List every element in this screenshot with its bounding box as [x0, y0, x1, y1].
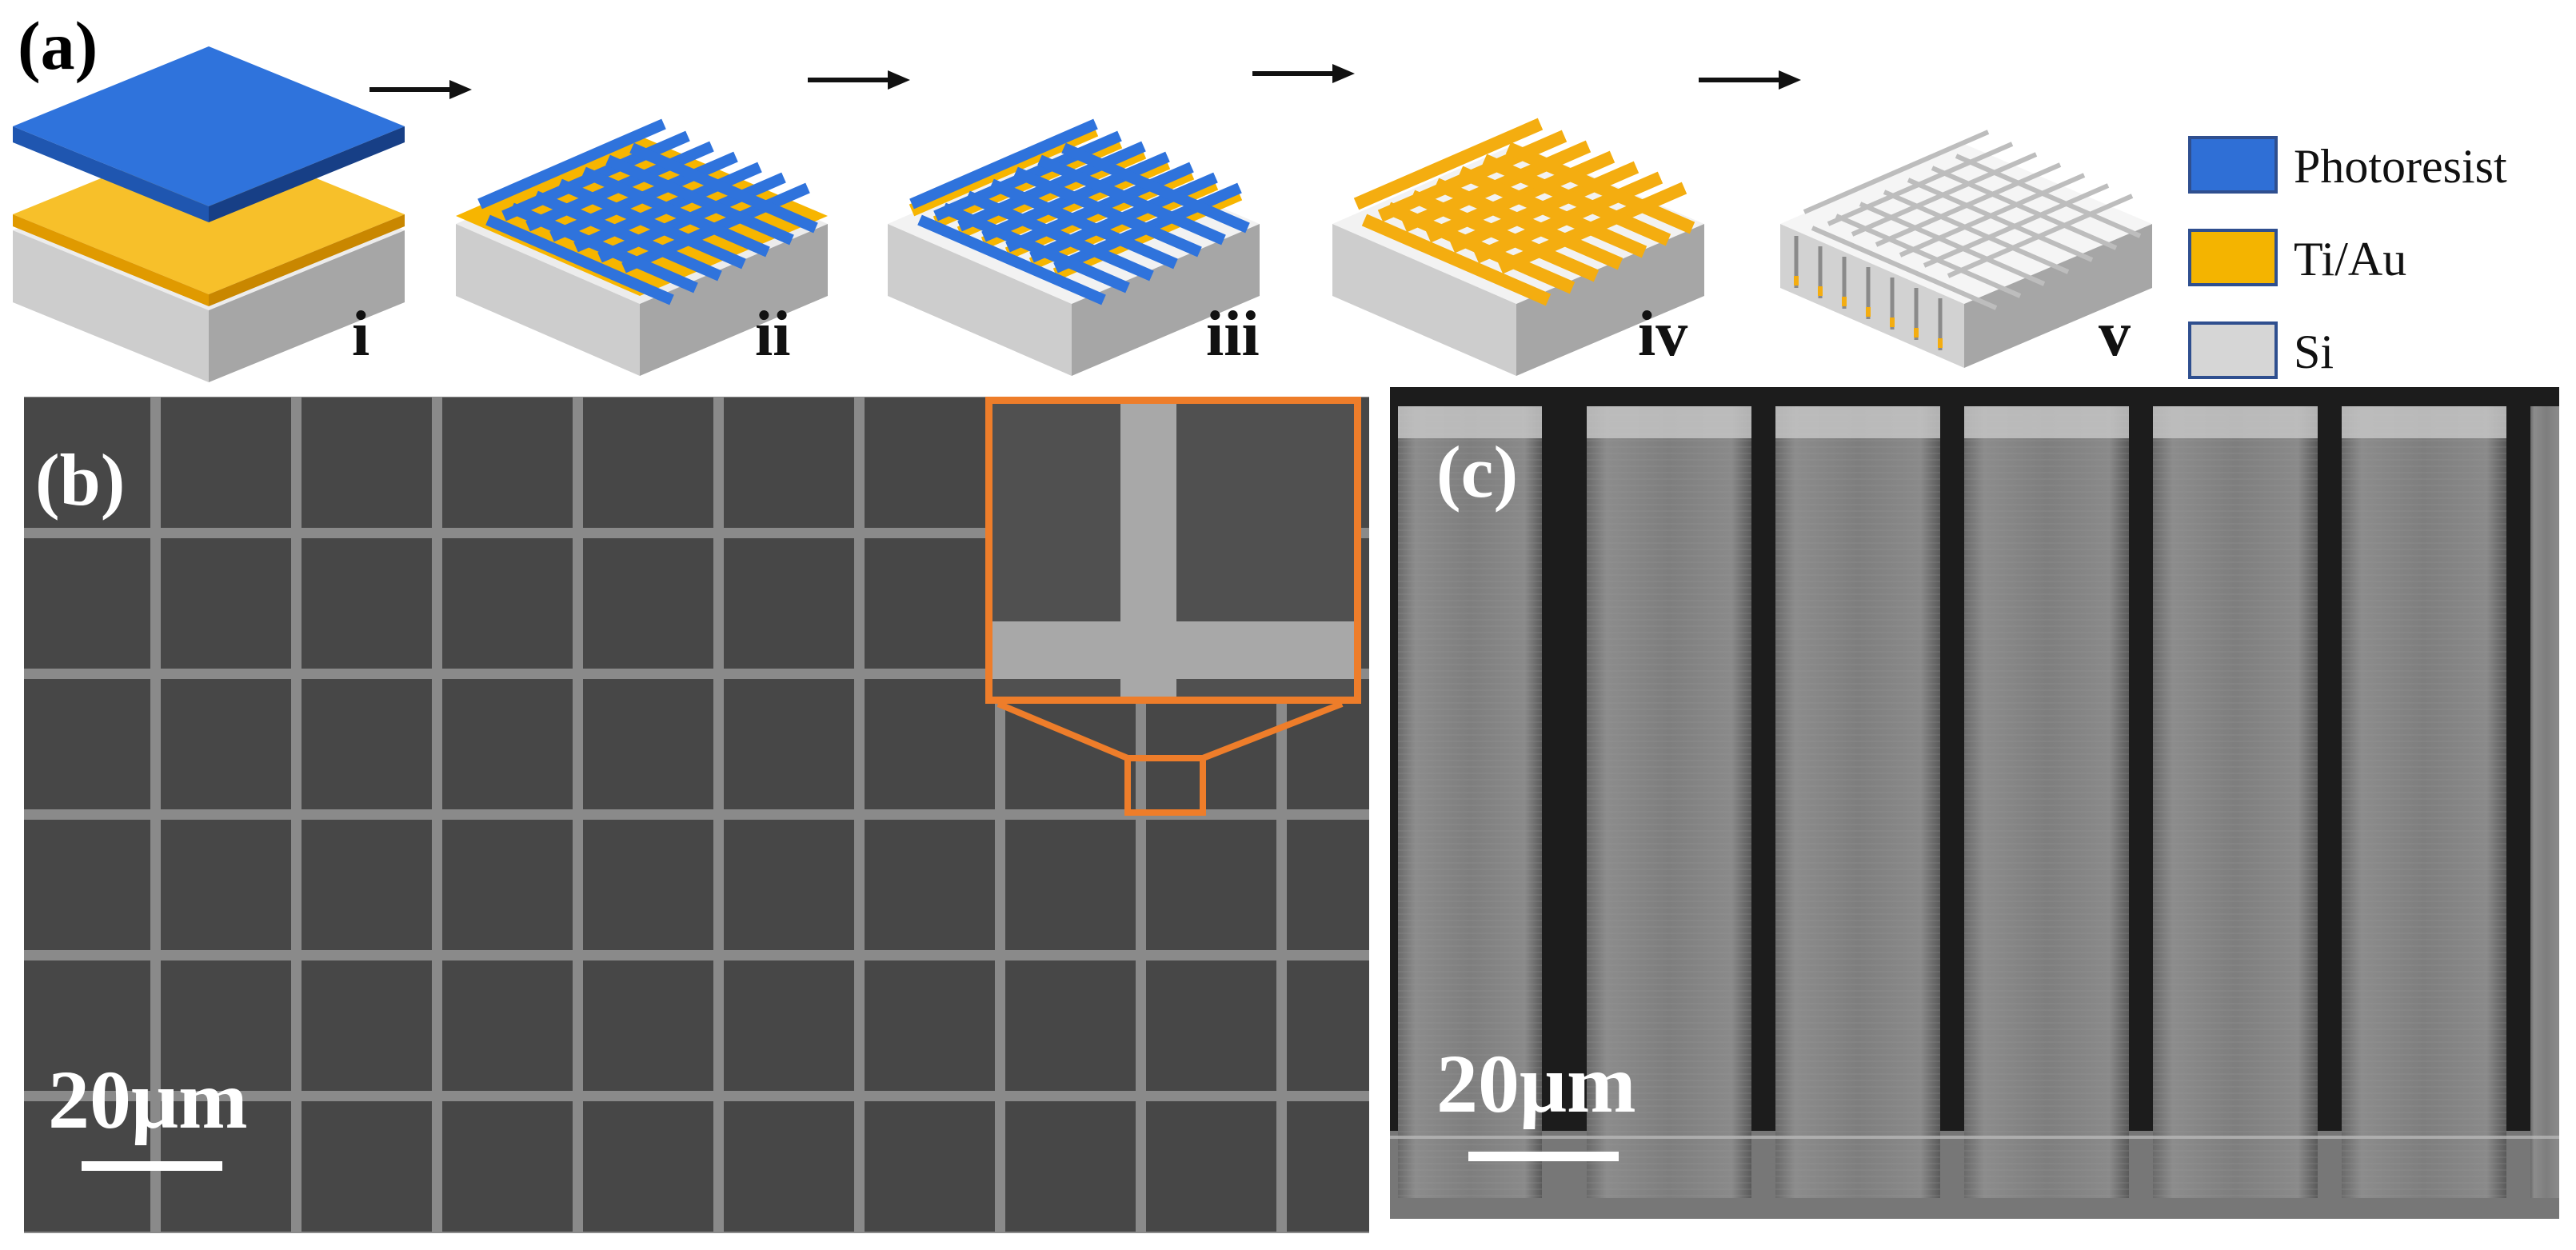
step-i-diagram: [13, 46, 405, 382]
arrow-2-icon: [808, 70, 910, 90]
legend-label-si: Si: [2294, 325, 2334, 378]
panel-c-scale-bar: [1468, 1152, 1619, 1161]
arrow-4-icon: [1699, 70, 1801, 90]
panel-b-label: (b): [35, 439, 126, 521]
step-iv-diagram: [1332, 118, 1704, 376]
step-ii-diagram: [456, 118, 828, 376]
step-i-label: i: [352, 299, 370, 369]
panel-a-label: (a): [18, 7, 98, 84]
legend-label-tiau: Ti/Au: [2294, 233, 2407, 286]
arrow-1-icon: [369, 80, 472, 99]
step-v-diagram: [1780, 130, 2152, 368]
panel-c-scale-text: 20μm: [1436, 1038, 1636, 1130]
inset-horizontal-line: [992, 621, 1354, 679]
step-iii-diagram: [888, 118, 1260, 376]
step-iv-label: iv: [1638, 299, 1688, 369]
panel-c-sem-image: [1390, 387, 2559, 1219]
panel-b-scale-text: 20μm: [48, 1054, 248, 1146]
panel-c-label: (c): [1436, 431, 1519, 513]
step-v-label: v: [2099, 299, 2131, 369]
panel-b-inset: [985, 397, 1361, 704]
photoresist-swatch: [2188, 136, 2278, 194]
arrow-3-icon: [1252, 64, 1355, 83]
tiau-swatch: [2188, 229, 2278, 286]
trench-pattern: [1390, 387, 2559, 1219]
legend-label-photoresist: Photoresist: [2294, 140, 2507, 193]
panel-b-scale-bar: [82, 1161, 222, 1171]
step-ii-label: ii: [755, 299, 791, 369]
si-swatch: [2188, 321, 2278, 379]
step-iii-label: iii: [1206, 299, 1260, 369]
